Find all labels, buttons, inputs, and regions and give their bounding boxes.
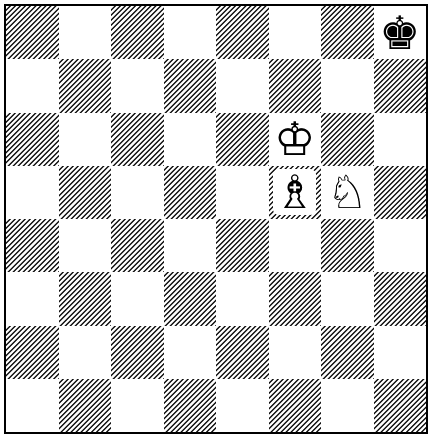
square-d6[interactable] [164,113,217,166]
white-king[interactable]: ♔ [269,113,322,166]
white-king-icon: ♔ [274,116,315,162]
black-king[interactable]: ♚ [374,6,427,59]
square-b3[interactable] [59,272,112,325]
square-b1[interactable] [59,379,112,432]
square-f5[interactable]: ♗ [269,166,322,219]
square-d1[interactable] [164,379,217,432]
square-c6[interactable] [111,113,164,166]
square-e4[interactable] [216,219,269,272]
square-c1[interactable] [111,379,164,432]
square-d7[interactable] [164,59,217,112]
square-f4[interactable] [269,219,322,272]
square-g5[interactable]: ♘ [321,166,374,219]
square-h3[interactable] [374,272,427,325]
square-d8[interactable] [164,6,217,59]
square-a2[interactable] [6,326,59,379]
square-e2[interactable] [216,326,269,379]
white-knight[interactable]: ♘ [321,166,374,219]
square-b2[interactable] [59,326,112,379]
square-a4[interactable] [6,219,59,272]
square-a7[interactable] [6,59,59,112]
square-a3[interactable] [6,272,59,325]
square-g4[interactable] [321,219,374,272]
square-a1[interactable] [6,379,59,432]
square-e7[interactable] [216,59,269,112]
square-c4[interactable] [111,219,164,272]
square-e8[interactable] [216,6,269,59]
square-f2[interactable] [269,326,322,379]
white-knight-icon: ♘ [327,169,368,215]
square-e1[interactable] [216,379,269,432]
square-b8[interactable] [59,6,112,59]
square-h5[interactable] [374,166,427,219]
square-d4[interactable] [164,219,217,272]
square-d3[interactable] [164,272,217,325]
square-e3[interactable] [216,272,269,325]
square-a8[interactable] [6,6,59,59]
square-a6[interactable] [6,113,59,166]
square-g6[interactable] [321,113,374,166]
square-g3[interactable] [321,272,374,325]
square-c3[interactable] [111,272,164,325]
square-b6[interactable] [59,113,112,166]
square-f6[interactable]: ♔ [269,113,322,166]
square-e5[interactable] [216,166,269,219]
square-c7[interactable] [111,59,164,112]
square-g2[interactable] [321,326,374,379]
square-b7[interactable] [59,59,112,112]
square-c5[interactable] [111,166,164,219]
square-g1[interactable] [321,379,374,432]
black-king-icon: ♚ [379,10,420,56]
chess-board: ♚ ♔ ♗♘ [4,4,428,434]
square-f8[interactable] [269,6,322,59]
square-h7[interactable] [374,59,427,112]
square-c8[interactable] [111,6,164,59]
square-b4[interactable] [59,219,112,272]
square-h8[interactable]: ♚ [374,6,427,59]
square-h2[interactable] [374,326,427,379]
square-f3[interactable] [269,272,322,325]
square-g7[interactable] [321,59,374,112]
square-b5[interactable] [59,166,112,219]
white-bishop-icon: ♗ [273,169,316,215]
square-d2[interactable] [164,326,217,379]
square-h4[interactable] [374,219,427,272]
square-h1[interactable] [374,379,427,432]
square-f1[interactable] [269,379,322,432]
square-h6[interactable] [374,113,427,166]
square-d5[interactable] [164,166,217,219]
square-g8[interactable] [321,6,374,59]
square-f7[interactable] [269,59,322,112]
square-a5[interactable] [6,166,59,219]
square-e6[interactable] [216,113,269,166]
square-c2[interactable] [111,326,164,379]
white-bishop[interactable]: ♗ [269,166,322,219]
